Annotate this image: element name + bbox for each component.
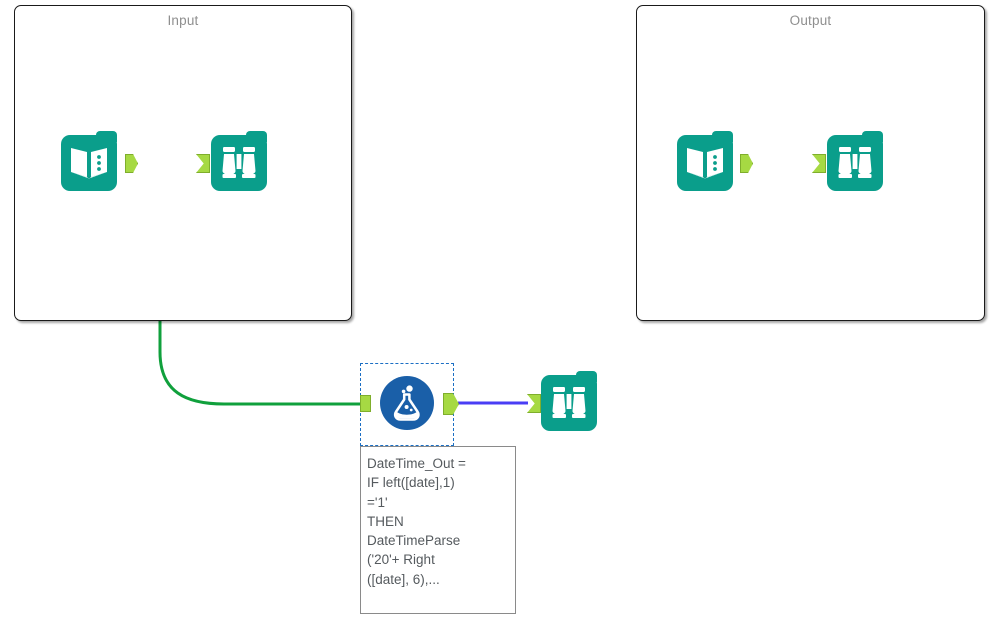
input-data-tool-icon[interactable] [61,131,117,191]
book-icon [677,135,733,191]
input-container-title: Input [167,13,199,28]
annotation-line: ('20'+ Right [367,552,435,568]
annotation-line: DateTime_Out = [367,456,466,471]
formula-tool-icon[interactable] [380,376,434,430]
binoculars-icon [827,135,883,191]
output-connector-formula-1[interactable] [443,393,459,415]
node-browse-1[interactable] [211,131,267,191]
output-container-title: Output [789,13,832,28]
formula-annotation-box[interactable]: DateTime_Out = IF left([date],1) ='1' TH… [360,446,516,614]
node-browse-2[interactable] [827,131,883,191]
annotation-line: DateTimeParse [367,533,461,549]
annotation-line: ='1' [367,494,388,510]
annotation-line: ([date], 6),... [367,571,440,587]
node-input-data-1[interactable] [61,131,117,191]
annotation-line: THEN [367,513,404,529]
annotation-line: IF left([date],1) [367,475,455,491]
binoculars-icon [211,135,267,191]
input-connector-formula-1[interactable] [360,395,371,412]
input-data-tool-icon[interactable] [677,131,733,191]
binoculars-icon [541,375,597,431]
output-container[interactable]: Output [636,5,985,321]
flask-icon [380,376,434,430]
node-formula-1[interactable] [380,376,434,430]
node-input-data-2[interactable] [677,131,733,191]
book-icon [61,135,117,191]
node-browse-3[interactable] [541,371,597,431]
input-connector-browse-3[interactable] [527,394,541,413]
